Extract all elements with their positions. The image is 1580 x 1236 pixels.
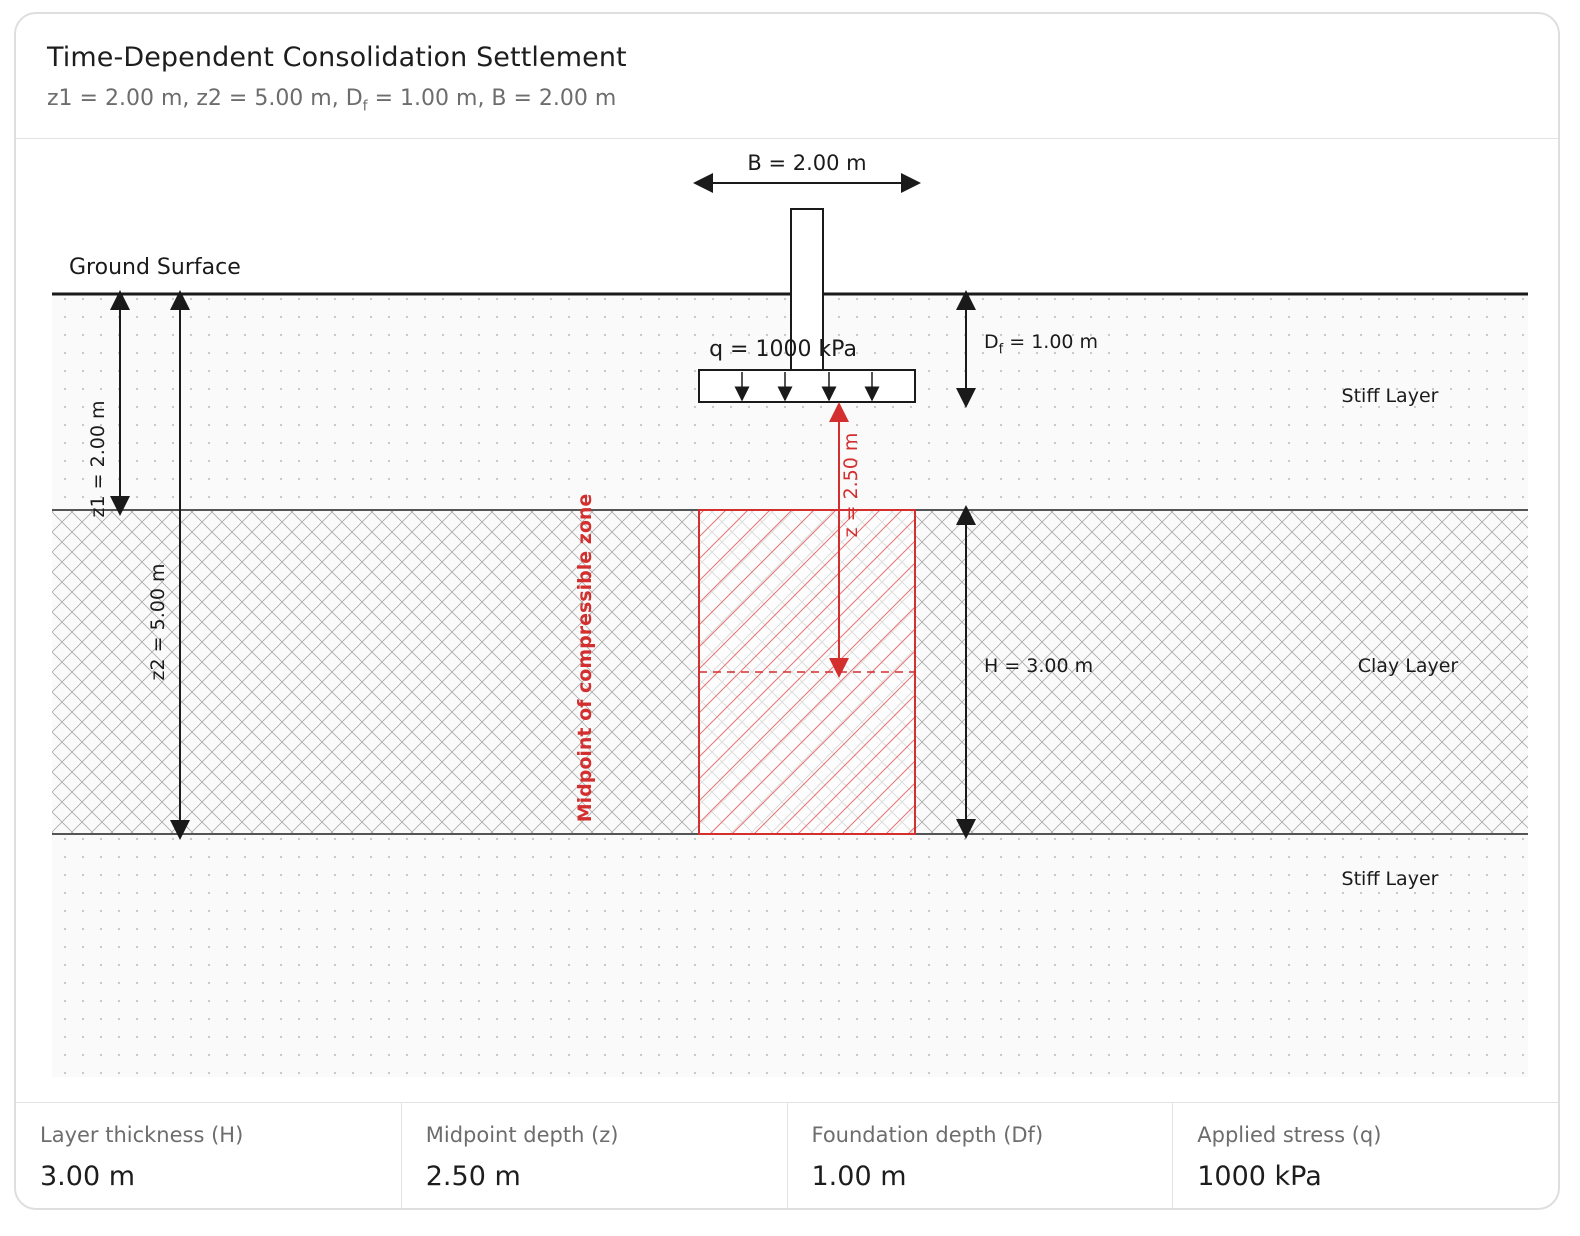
card-header: Time-Dependent Consolidation Settlement … bbox=[16, 14, 1558, 139]
stat-label: Foundation depth (Df) bbox=[811, 1123, 1044, 1147]
stat-foundation-depth: Foundation depth (Df) 1.00 m bbox=[788, 1103, 1174, 1208]
df-label: Df = 1.00 m bbox=[984, 331, 1098, 357]
bottom-stiff-layer bbox=[52, 834, 1528, 1077]
subtitle-post: = 1.00 m, B = 2.00 m bbox=[367, 86, 617, 111]
z-label: z = 2.50 m bbox=[840, 433, 862, 538]
stat-midpoint-depth: Midpoint depth (z) 2.50 m bbox=[402, 1103, 788, 1208]
df-label-post: = 1.00 m bbox=[1003, 331, 1098, 353]
top-layer-label: Stiff Layer bbox=[1342, 385, 1439, 407]
midpoint-label: Midpoint of compressible zone bbox=[574, 494, 596, 823]
stat-value: 3.00 m bbox=[40, 1161, 136, 1192]
z1-label: z1 = 2.00 m bbox=[87, 401, 109, 518]
h-label: H = 3.00 m bbox=[984, 655, 1093, 677]
df-label-sub: f bbox=[999, 342, 1004, 357]
clay-layer-label: Clay Layer bbox=[1358, 655, 1459, 677]
stat-layer-thickness: Layer thickness (H) 3.00 m bbox=[16, 1103, 402, 1208]
soil-profile-diagram: B = 2.00 m Ground Surface q = 1000 kPa z… bbox=[52, 151, 1528, 1077]
subtitle-pre: z1 = 2.00 m, z2 = 5.00 m, D bbox=[47, 86, 363, 111]
stat-label: Midpoint depth (z) bbox=[425, 1123, 619, 1147]
stat-applied-stress: Applied stress (q) 1000 kPa bbox=[1173, 1103, 1558, 1208]
load-label: q = 1000 kPa bbox=[709, 337, 857, 362]
stat-value: 1000 kPa bbox=[1197, 1161, 1322, 1192]
stats-bar: Layer thickness (H) 3.00 m Midpoint dept… bbox=[16, 1102, 1558, 1208]
diagram-card: Time-Dependent Consolidation Settlement … bbox=[14, 12, 1560, 1210]
stat-value: 1.00 m bbox=[811, 1161, 907, 1192]
bottom-layer-label: Stiff Layer bbox=[1342, 868, 1439, 890]
subtitle-sub: f bbox=[362, 98, 368, 115]
page-title: Time-Dependent Consolidation Settlement bbox=[47, 42, 627, 73]
df-label-pre: D bbox=[984, 331, 999, 353]
foundation-footing bbox=[698, 369, 916, 403]
page-subtitle: z1 = 2.00 m, z2 = 5.00 m, Df = 1.00 m, B… bbox=[47, 86, 616, 114]
stat-label: Layer thickness (H) bbox=[40, 1123, 244, 1147]
width-label: B = 2.00 m bbox=[747, 151, 866, 175]
ground-surface-label: Ground Surface bbox=[69, 255, 241, 280]
stat-label: Applied stress (q) bbox=[1197, 1123, 1382, 1147]
z2-label: z2 = 5.00 m bbox=[147, 564, 169, 681]
stat-value: 2.50 m bbox=[425, 1161, 521, 1192]
